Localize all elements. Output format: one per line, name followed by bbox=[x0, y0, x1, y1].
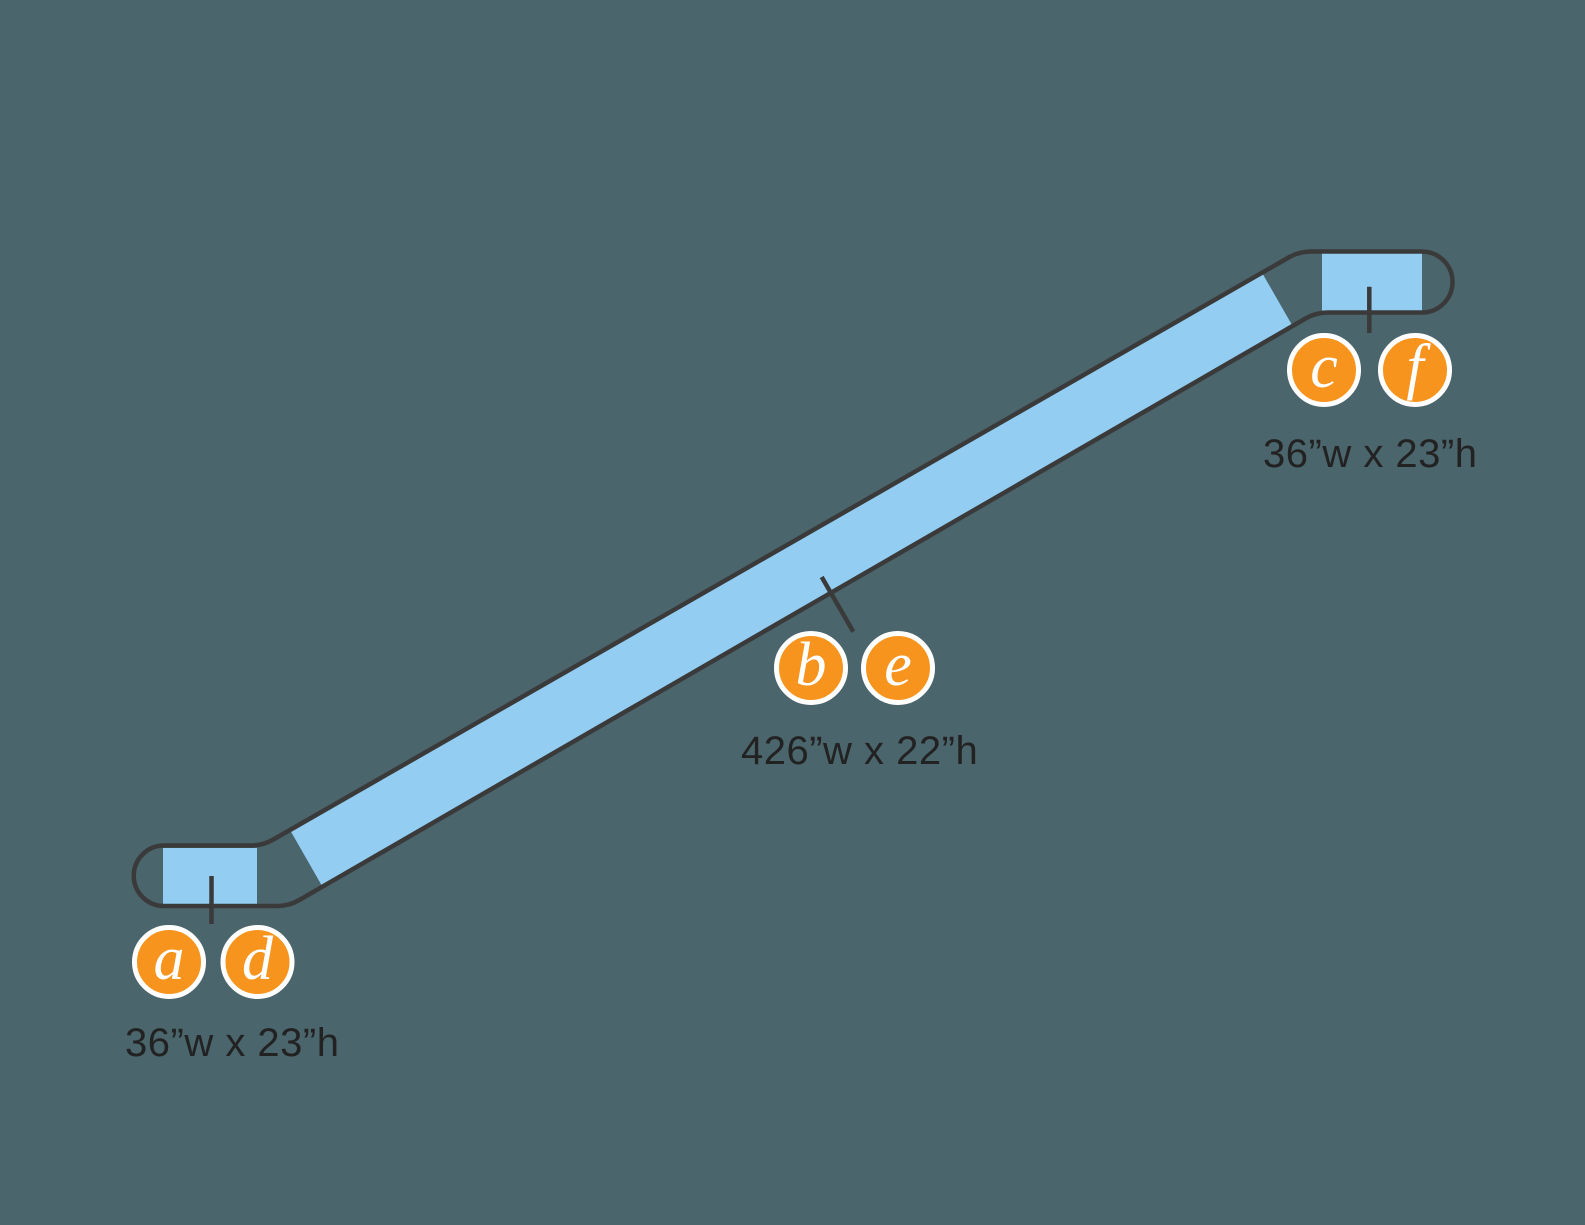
marker-e-circle bbox=[861, 631, 935, 705]
marker-group-upper-landing: c f bbox=[1287, 333, 1452, 407]
marker-group-lower-landing: a d bbox=[132, 925, 295, 999]
marker-b-circle bbox=[774, 631, 848, 705]
upper-landing-panel bbox=[1322, 252, 1422, 311]
upper-landing-dimension-label: 36”w x 23”h bbox=[1263, 432, 1477, 476]
incline-panel bbox=[290, 272, 1293, 887]
incline-callout-line bbox=[819, 575, 856, 633]
lower-landing-dimension-label: 36”w x 23”h bbox=[125, 1021, 339, 1065]
marker-c-circle bbox=[1287, 333, 1361, 407]
marker-d-circle bbox=[220, 925, 295, 999]
marker-f-circle bbox=[1378, 333, 1452, 407]
incline-dimension-label: 426”w x 22”h bbox=[741, 729, 978, 773]
marker-a-label: a bbox=[154, 925, 185, 993]
escalator-outline bbox=[131, 249, 1455, 909]
marker-e-label: e bbox=[884, 631, 912, 699]
marker-d-label: d bbox=[242, 925, 274, 993]
marker-a-circle bbox=[132, 925, 206, 999]
marker-c-label: c bbox=[1310, 333, 1338, 401]
marker-b-label: b bbox=[796, 631, 827, 699]
marker-group-incline: b e bbox=[774, 631, 935, 705]
